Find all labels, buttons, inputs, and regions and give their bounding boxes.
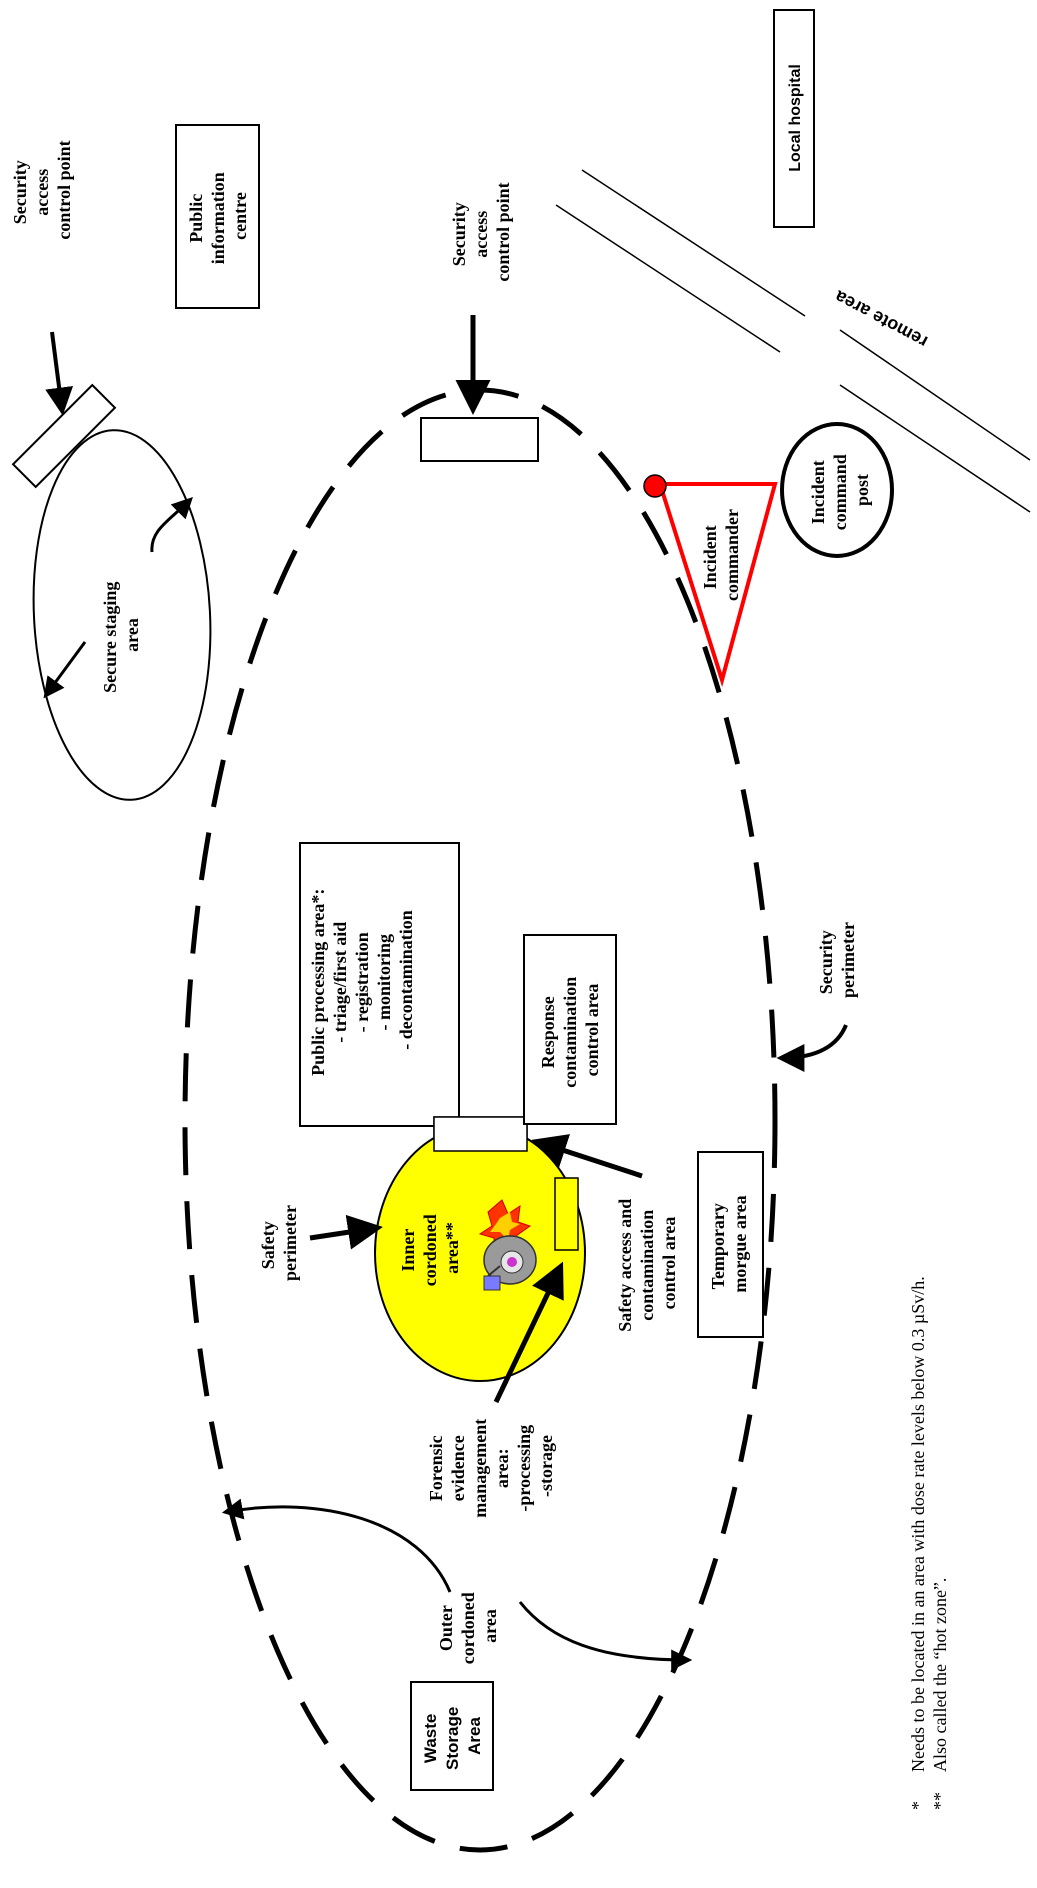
outer-cordoned-arrow-upper: [221, 1498, 452, 1593]
incident-commander-marker: [643, 474, 667, 498]
safety-perimeter-label: Safety perimeter: [258, 1205, 300, 1281]
remote-area-label: remote area: [831, 286, 931, 352]
staging-access-gate: [11, 383, 117, 489]
outer-cordoned-label: Outer cordoned area: [436, 1588, 500, 1665]
forensic-area-label: Forensic evidence management area: -proc…: [426, 1414, 556, 1517]
safety-access-arrow: [531, 1134, 643, 1179]
local-hospital-label: Local hospital: [787, 64, 804, 172]
security-access-point-2-label: Security access control point: [449, 182, 513, 281]
safety-access-label: Safety access and contamination control …: [615, 1194, 679, 1332]
road-edge-2: [555, 204, 781, 353]
response-contamination-label: Response contamination control area: [538, 972, 602, 1088]
incident-command-post-boundary: [780, 422, 894, 558]
road-edge-4: [839, 384, 1031, 513]
public-processing-label: Public processing area*: - triage/first …: [308, 884, 416, 1076]
incident-command-post-label: Incident command post: [808, 450, 872, 531]
staging-access-arrow: [45, 331, 74, 416]
security-perimeter-label: Security perimeter: [816, 922, 858, 998]
forensic-area-arrow: [493, 1261, 564, 1404]
secure-staging-area-boundary: [32, 429, 212, 801]
footnote-1-mark: *: [908, 1801, 928, 1810]
processing-connector-overlay: [433, 1116, 528, 1152]
footnote-1-text: Needs to be located in an area with dose…: [908, 1276, 928, 1772]
waste-storage-label: Waste Storage Area: [421, 1702, 484, 1770]
security-access-point-1-label: Security access control point: [10, 140, 74, 239]
staging-exit-arrow: [150, 497, 193, 553]
temporary-morgue-box: [697, 1151, 764, 1338]
outer-cordoned-arrow-lower: [518, 1601, 693, 1671]
footnote-2-text: Also called the “hot zone”.: [930, 1578, 950, 1772]
public-info-centre-box: [175, 124, 260, 309]
road-edge-1: [581, 169, 806, 317]
hazmat-responder-icon: [478, 1199, 537, 1291]
footnote-2-mark: **: [930, 1792, 950, 1810]
waste-storage-box: [410, 1681, 494, 1791]
footnotes: * Needs to be located in an area with do…: [908, 1276, 950, 1810]
security-access-gate: [420, 417, 539, 462]
inner-cordoned-label: Inner cordoned area**: [398, 1210, 462, 1287]
local-hospital-box: [773, 9, 815, 228]
temporary-morgue-label: Temporary morgue area: [708, 1195, 750, 1292]
incident-commander-label: Incident commander: [700, 509, 742, 601]
safety-access-box: [554, 1177, 579, 1251]
public-processing-box: [299, 842, 460, 1127]
public-info-centre-label: Public information centre: [186, 168, 250, 265]
safety-perimeter-arrow: [309, 1214, 383, 1250]
response-contamination-box: [523, 934, 617, 1125]
incident-commander-zone: [657, 482, 778, 688]
secure-staging-label: Secure staging area: [100, 577, 142, 693]
staging-entry-arrow: [43, 641, 87, 699]
security-perimeter-arrow: [776, 1024, 848, 1072]
road-edge-3: [839, 329, 1031, 461]
